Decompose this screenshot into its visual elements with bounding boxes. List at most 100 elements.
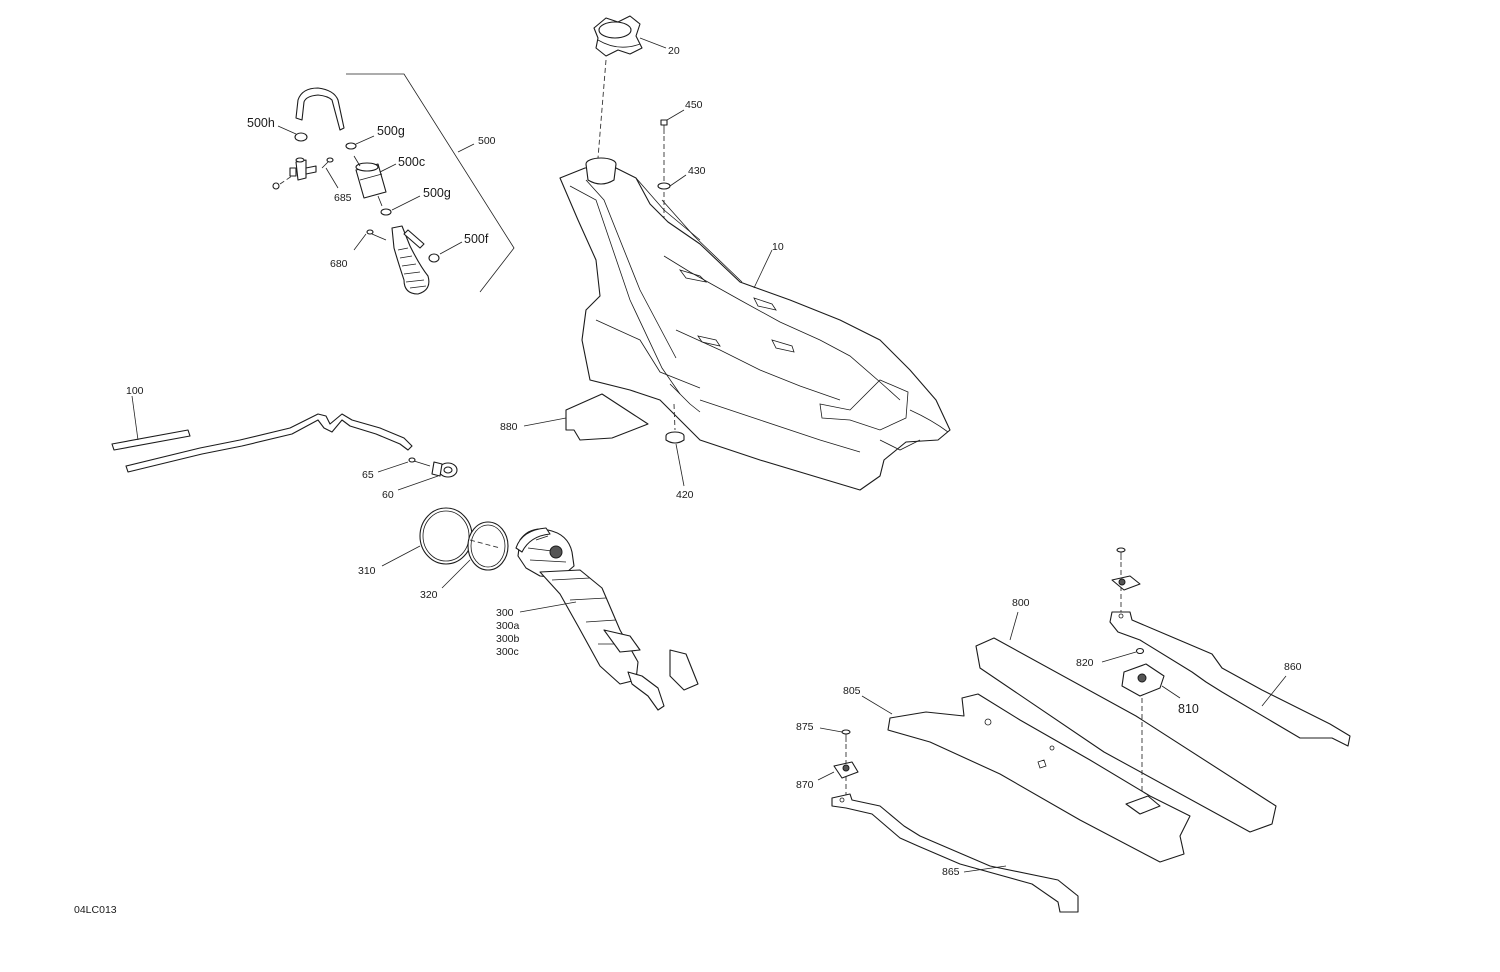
hose-clamp-500g-top[interactable] [345, 142, 357, 150]
grommet-axis-line [673, 403, 676, 431]
leader-420 [675, 443, 685, 487]
leader-685 [325, 167, 339, 189]
leader-875 [819, 727, 843, 733]
leader-65 [377, 461, 409, 473]
vent-hose-lower[interactable] [391, 225, 430, 295]
vent-hose-top[interactable] [295, 87, 345, 131]
callout-300a: 300a [496, 620, 520, 632]
callout-875: 875 [796, 721, 814, 733]
leader-860 [1261, 675, 1287, 707]
clip-top-860[interactable] [1111, 575, 1141, 591]
callout-320: 320 [420, 589, 438, 601]
leader-800 [1009, 611, 1019, 641]
callout-680: 680 [330, 258, 348, 270]
callout-500g-top: 500g [377, 124, 405, 138]
hose-clamp-500g-bottom[interactable] [380, 208, 392, 216]
leader-500c [379, 163, 397, 173]
leader-880 [523, 417, 567, 427]
callout-300c: 300c [496, 646, 519, 658]
callout-500f: 500f [464, 232, 489, 246]
leader-680 [353, 233, 367, 251]
leader-20 [639, 37, 667, 49]
callout-880: 880 [500, 421, 518, 433]
callout-870: 870 [796, 779, 814, 791]
clip-870[interactable] [833, 761, 859, 779]
callout-300b: 300b [496, 633, 520, 645]
callout-420: 420 [676, 489, 694, 501]
callout-430: 430 [688, 165, 706, 177]
leader-320 [441, 559, 471, 589]
callout-865: 865 [942, 866, 960, 878]
check-valve-500f[interactable] [428, 253, 440, 263]
callout-310: 310 [358, 565, 376, 577]
fuel-line-100[interactable] [111, 413, 413, 473]
leader-310 [381, 545, 421, 567]
leader-820 [1101, 651, 1137, 663]
leader-870 [817, 771, 835, 781]
bracket-865[interactable] [831, 793, 1079, 913]
callout-10: 10 [772, 241, 784, 253]
leader-810 [1161, 685, 1181, 699]
plate-800[interactable] [975, 637, 1277, 833]
diagram-code: 04LC013 [74, 904, 117, 916]
callout-450: 450 [685, 99, 703, 111]
grommet-420[interactable] [665, 431, 685, 444]
callout-685: 685 [334, 192, 352, 204]
seal-ring-320[interactable] [467, 521, 509, 571]
callout-300: 300 [496, 607, 514, 619]
callout-500: 500 [478, 135, 496, 147]
callout-65: 65 [362, 469, 374, 481]
cap-axis-line [597, 59, 607, 159]
bracket-860[interactable] [1109, 611, 1351, 747]
fuel-tank[interactable] [559, 157, 951, 491]
plate-805[interactable] [887, 693, 1191, 863]
callout-500c: 500c [398, 155, 425, 169]
callout-20: 20 [668, 45, 680, 57]
callout-60: 60 [382, 489, 394, 501]
leader-60 [397, 475, 439, 491]
leader-865 [963, 865, 1007, 873]
leader-300 [519, 601, 577, 613]
washer-430[interactable] [657, 182, 671, 190]
leader-450 [666, 109, 685, 121]
hose-clamp-500h[interactable] [294, 132, 308, 142]
screw-450[interactable] [660, 119, 668, 134]
lock-ring-310[interactable] [419, 507, 473, 565]
leader-500g-bottom [391, 195, 421, 211]
leader-430 [669, 174, 687, 187]
screw-top-860[interactable] [1116, 547, 1126, 560]
screw-875[interactable] [841, 729, 851, 742]
bracket-810[interactable] [1121, 663, 1165, 697]
filler-cap[interactable] [593, 15, 643, 57]
leader-805 [861, 695, 893, 715]
callout-100: 100 [126, 385, 144, 397]
callout-820: 820 [1076, 657, 1094, 669]
callout-810: 810 [1178, 702, 1199, 716]
tee-fitting[interactable] [289, 157, 317, 181]
leader-500 [457, 143, 475, 153]
callout-800: 800 [1012, 597, 1030, 609]
callout-500g-bottom: 500g [423, 186, 451, 200]
fuel-pump-module[interactable] [515, 527, 699, 711]
vent-filter-500c[interactable] [353, 155, 387, 207]
plate-805-cutout [1125, 795, 1161, 815]
leader-500h [277, 125, 297, 135]
pad-880[interactable] [565, 393, 649, 441]
nut-820[interactable] [1135, 647, 1145, 655]
callout-860: 860 [1284, 661, 1302, 673]
fitting-60[interactable] [431, 461, 458, 478]
callout-805: 805 [843, 685, 861, 697]
leader-10 [753, 249, 773, 289]
screw-685[interactable] [321, 157, 334, 169]
screw-680[interactable] [366, 229, 387, 241]
clip-axis [279, 175, 293, 185]
leader-100 [131, 395, 139, 441]
bracket-500 [346, 73, 515, 293]
leader-500f [439, 241, 463, 255]
callout-500h: 500h [247, 116, 275, 130]
screw-65[interactable] [408, 457, 431, 467]
ring-axis-line [469, 539, 501, 549]
clip-small[interactable] [272, 182, 280, 190]
leader-500g-top [355, 135, 375, 145]
